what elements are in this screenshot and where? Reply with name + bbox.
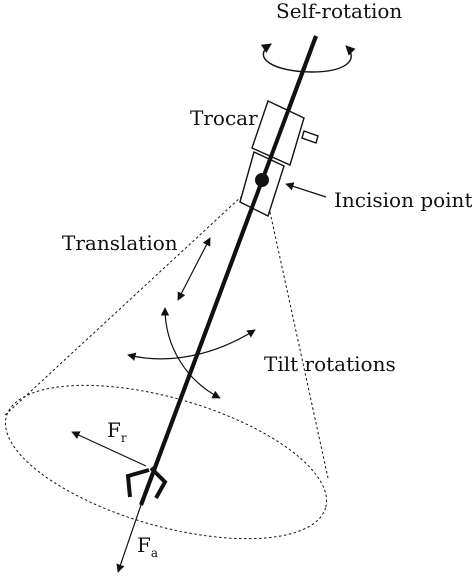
translation-arrow [177, 237, 211, 301]
axial-force-label: Fa [137, 533, 158, 560]
gripper-tip [125, 466, 168, 499]
cone-left-edge [3, 195, 243, 417]
cone-right-edge [269, 211, 329, 479]
tilt-arrow-vertical [160, 307, 221, 399]
axial-force-sub: a [151, 546, 158, 560]
tilt-arrow-horizontal [127, 329, 256, 361]
radial-force-label: Fr [107, 418, 127, 445]
tilt-rotation-arrows [127, 307, 256, 399]
trocar-label: Trocar [190, 106, 258, 130]
radial-force-sub: r [121, 431, 127, 445]
translation-label: Translation [62, 231, 178, 255]
self-rotation-arrow [260, 43, 356, 73]
axial-force-main: F [137, 533, 151, 557]
incision-point-label: Incision point [334, 188, 472, 212]
shaft-overlay [139, 35, 318, 506]
trocar-port [301, 130, 319, 144]
workspace-cone [3, 195, 329, 540]
incision-point-pointer [285, 182, 327, 198]
radial-force-arrow [71, 431, 147, 467]
radial-force-main: F [107, 418, 121, 442]
axial-force-arrow [116, 504, 142, 573]
incision-point-dot [255, 173, 269, 187]
self-rotation-label: Self-rotation [276, 0, 402, 23]
cone-base-ellipse [4, 384, 328, 540]
tilt-rotations-label: Tilt rotations [264, 352, 396, 376]
